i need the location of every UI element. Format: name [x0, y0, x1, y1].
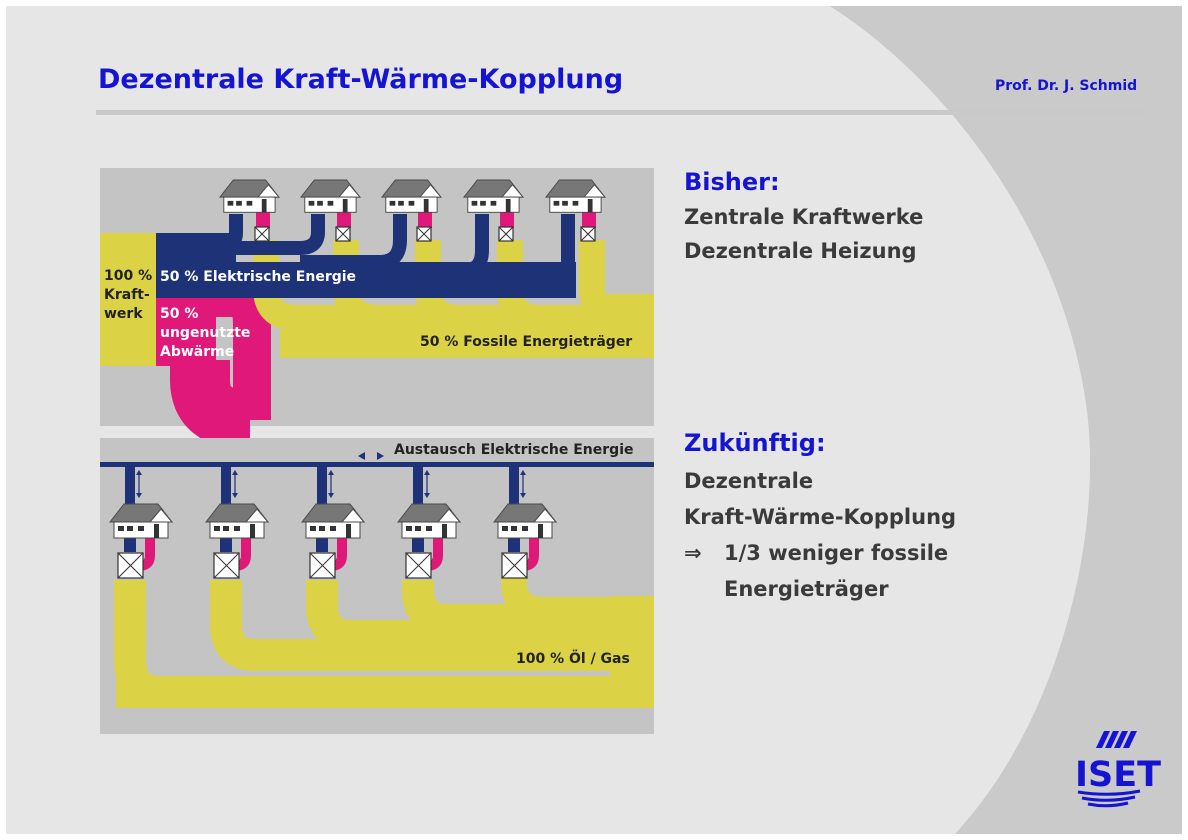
electric-line-3 [300, 214, 407, 269]
fuel-flow-2 [210, 580, 654, 671]
chp-unit-box [309, 552, 336, 579]
fuel-flow-5 [501, 569, 654, 623]
power-plant-block [100, 233, 156, 366]
heating-pipe [500, 212, 514, 228]
logo-text: ISET [1075, 755, 1161, 795]
chp-unit-box [117, 552, 144, 579]
heating-pipe [337, 212, 351, 228]
house-icon [108, 503, 174, 539]
boiler-box [580, 226, 596, 242]
grid-connection [413, 467, 423, 507]
page-title: Dezentrale Kraft-Wärme-Kopplung [98, 64, 624, 95]
double-arrow-icon [328, 470, 334, 498]
implies-arrow: ⇒ [684, 541, 702, 565]
grid-connection [317, 467, 327, 507]
arrow-right-icon [377, 452, 384, 460]
electric-line-5 [500, 214, 575, 293]
background-arc [830, 6, 1182, 834]
bisher-heading: Bisher: [684, 168, 780, 196]
bisher-line-1: Zentrale Kraftwerke [684, 205, 924, 229]
bisher-line-2: Dezentrale Heizung [684, 239, 917, 263]
boiler-box [335, 226, 351, 242]
double-arrow-icon [136, 470, 142, 498]
plant-label-3: werk [104, 306, 143, 322]
electric-energy-label: 50 % Elektrische Energie [160, 269, 357, 285]
zukunft-line-2: Kraft-Wärme-Kopplung [684, 505, 957, 529]
boiler-box [254, 226, 270, 242]
waste-heat-label-3: Abwärme [160, 344, 235, 360]
electric-line-2 [236, 214, 325, 255]
oil-gas-label: 100 % Öl / Gas [516, 651, 630, 667]
zukunft-line-1: Dezentrale [684, 469, 814, 493]
arrow-left-icon [358, 452, 365, 460]
heating-pipe [256, 212, 270, 228]
waste-heat-label-1: 50 % [160, 306, 199, 322]
chp-unit-box [501, 552, 528, 579]
diagram-current-system [100, 168, 654, 450]
zukunft-result-line-2: Energieträger [724, 577, 889, 601]
boiler-box [416, 226, 432, 242]
house-icon [381, 179, 442, 213]
grid-connection [509, 467, 519, 507]
heating-pipe [418, 212, 432, 228]
chp-unit-box [405, 552, 432, 579]
iset-logo: ISET [1075, 731, 1161, 808]
electric-exchange-bus [100, 462, 654, 467]
double-arrow-icon [520, 470, 526, 498]
logo-stripes-top-icon [1096, 731, 1137, 748]
zukunft-result-line-1: 1/3 weniger fossile [724, 541, 949, 565]
electric-line-1 [200, 214, 243, 255]
exchange-energy-label: Austausch Elektrische Energie [394, 442, 634, 458]
boiler-box [498, 226, 514, 242]
heating-pipe [582, 212, 596, 228]
house-icon [492, 503, 558, 539]
chp-unit-box [213, 552, 240, 579]
house-icon [396, 503, 462, 539]
house-icon [204, 503, 270, 539]
logo-stripes-bottom-icon [1077, 789, 1141, 808]
fuel-flow-4 [402, 574, 654, 636]
house-icon [300, 179, 361, 213]
electric-line-4 [420, 214, 489, 277]
house-icon [300, 503, 366, 539]
waste-heat-label-2: ungenutzte [160, 325, 251, 341]
grid-connection [125, 467, 135, 507]
house-icon [219, 179, 280, 213]
title-divider [96, 110, 1148, 115]
grid-connection [221, 467, 231, 507]
fuel-flow-3 [306, 580, 654, 652]
waste-heat-flow [160, 279, 271, 420]
house-icon [463, 179, 524, 213]
zukunft-heading: Zukünftig: [684, 429, 826, 457]
house-icon [545, 179, 606, 213]
double-arrow-icon [232, 470, 238, 498]
double-arrow-icon [424, 470, 430, 498]
fossil-energy-label: 50 % Fossile Energieträger [420, 334, 633, 350]
author-label: Prof. Dr. J. Schmid [995, 78, 1138, 94]
plant-label-2: Kraft- [104, 287, 150, 303]
plant-label-1: 100 % [104, 268, 153, 284]
diagram-future-system [100, 438, 654, 734]
